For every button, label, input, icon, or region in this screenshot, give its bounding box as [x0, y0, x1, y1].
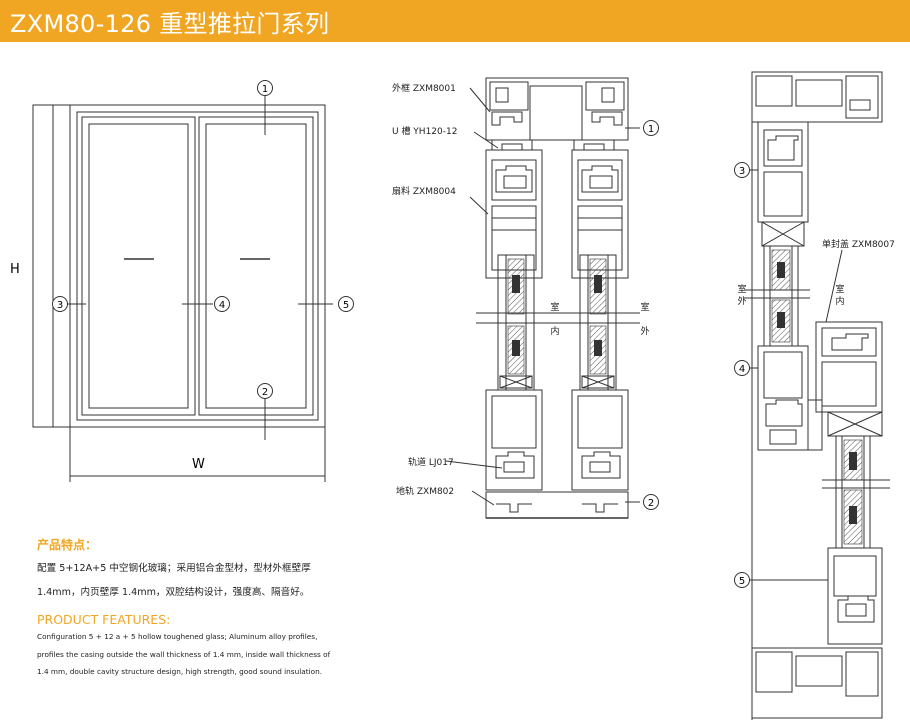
svg-text:地轨 ZXM802: 地轨 ZXM802: [396, 485, 454, 497]
side-inner-char2: 内: [550, 325, 559, 337]
door-elevation: [32, 96, 333, 482]
svg-text:轨道 LJ017: 轨道 LJ017: [408, 456, 454, 468]
side-frame-profile: [751, 71, 883, 123]
svg-text:2: 2: [262, 387, 268, 398]
features-cn-line-1: 配置 5+12A+5 中空钢化玻璃；采用铝合金型材，型材外框壁厚: [37, 563, 311, 574]
cover-label: 单封盖 ZXM8007: [822, 238, 895, 250]
page-title: ZXM80-126 重型推拉门系列: [10, 10, 330, 38]
svg-text:5: 5: [739, 576, 745, 587]
right-sash: [198, 116, 314, 416]
features-heading-cn: 产品特点：: [37, 538, 98, 552]
svg-text:4: 4: [739, 364, 745, 375]
svg-text:3: 3: [57, 300, 63, 311]
cover-profile: [815, 321, 883, 413]
outer-frame-profile: [485, 77, 629, 141]
side-outer-char2: 外: [640, 325, 649, 337]
height-label: H: [10, 262, 20, 277]
svg-text:外框 ZXM8001: 外框 ZXM8001: [392, 82, 456, 94]
horizontal-section: [742, 71, 890, 720]
section-labels: 外框 ZXM8001 U 槽 YH120-12 扇料 ZXM8004 轨道 LJ…: [392, 82, 457, 497]
svg-text:3: 3: [739, 166, 745, 177]
left-sash: [81, 116, 196, 416]
features-en-line-1: Configuration 5 + 12 a + 5 hollow toughe…: [37, 632, 318, 641]
features-cn-line-2: 1.4mm，内页壁厚 1.4mm，双腔结构设计，强度高、隔音好。: [37, 587, 310, 598]
svg-text:室: 室: [835, 283, 844, 295]
side-outer-char1: 室: [640, 301, 649, 313]
setting-blocks: [499, 375, 615, 389]
svg-text:扇料 ZXM8004: 扇料 ZXM8004: [392, 185, 456, 197]
side-inner-char1: 室: [550, 301, 559, 313]
horizontal-side-labels: 室 外 室 内: [737, 283, 844, 307]
vertical-section: [445, 77, 640, 519]
section-side-labels: 室 内 室 外: [550, 301, 649, 337]
outer-frame: [69, 104, 326, 428]
features-en-line-3: 1.4 mm, double cavity structure design, …: [37, 667, 323, 676]
width-label: W: [192, 457, 205, 472]
section-callouts: 1 2: [643, 120, 659, 510]
left-glass: [88, 123, 189, 409]
svg-text:内: 内: [835, 295, 844, 307]
gaskets: [507, 258, 607, 375]
horizontal-gaskets: [771, 249, 863, 545]
svg-text:2: 2: [648, 498, 654, 509]
right-glass: [205, 123, 307, 409]
svg-text:1: 1: [262, 84, 268, 95]
svg-text:外: 外: [737, 295, 746, 307]
features-en-line-2: profiles the casing outside the wall thi…: [37, 650, 331, 659]
svg-text:4: 4: [219, 300, 225, 311]
svg-text:5: 5: [343, 300, 349, 311]
svg-text:1: 1: [648, 124, 654, 135]
title-banner: ZXM80-126 重型推拉门系列: [0, 0, 910, 42]
ground-rail-profile: [485, 491, 629, 519]
outer-frame-inner: [76, 111, 319, 421]
features-heading-en: PRODUCT FEATURES:: [37, 612, 171, 627]
svg-text:U 槽 YH120-12: U 槽 YH120-12: [392, 125, 457, 137]
svg-text:室: 室: [737, 283, 746, 295]
elevation-callouts: 1 2 3 4 5: [52, 80, 354, 399]
horizontal-callouts: 3 4 5: [734, 162, 750, 588]
